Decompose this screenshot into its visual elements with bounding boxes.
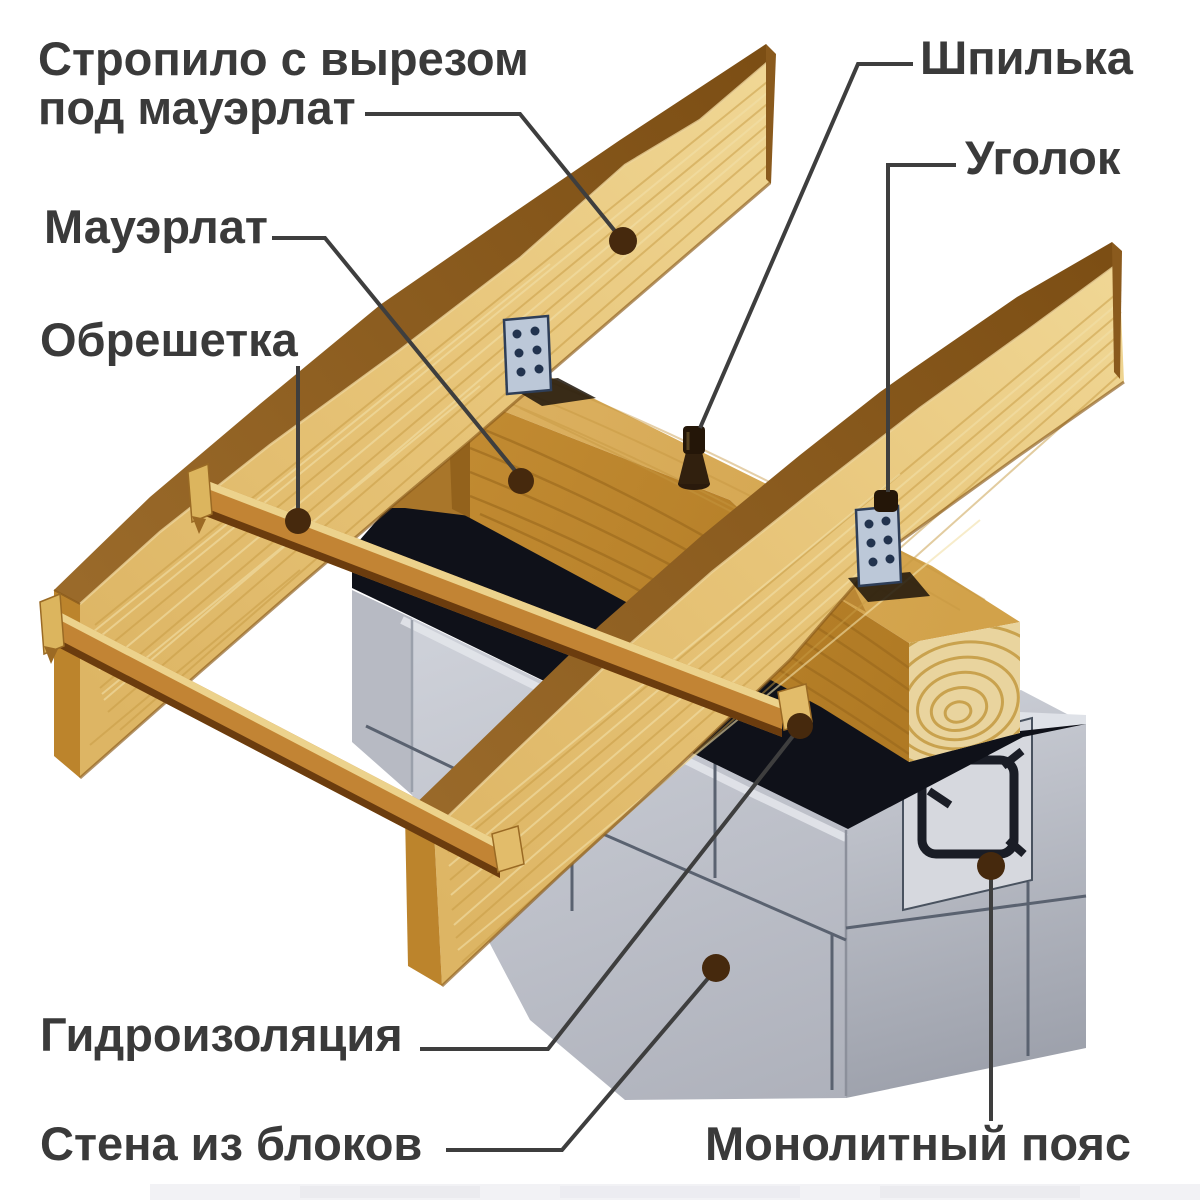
leader-dots [285,227,1005,982]
dot-block-wall [702,954,730,982]
dot-lathing [285,508,311,534]
batten-1-left-beak [192,516,206,534]
label-waterproofing: Гидроизоляция [40,1008,403,1061]
wall-top-sliver [1020,712,1086,731]
label-rafter-line2: под мауэрлат [38,81,356,134]
rafter-a-tip-end [766,44,776,184]
rafter-a-face [80,56,775,778]
angle-bracket-1 [502,314,596,406]
rafter-b-bottom-edge [440,380,1125,988]
bracket-2-plate [854,504,903,588]
rafter-b-grain [447,289,1122,963]
mauerlat-end-grain-face [909,622,1020,762]
bracket-1-holes [512,326,544,377]
rafter-underside-wedge [390,441,470,516]
label-monolithic-belt: Монолитный пояс [705,1117,1131,1170]
angle-bracket-2 [848,490,930,602]
batten-1-left-end [187,462,213,524]
bracket-1-plate [502,314,553,396]
label-block-wall: Стена из блоков [40,1117,422,1170]
labels: Стропило с вырезом под мауэрлат Мауэрлат… [38,31,1134,1170]
rafter-a-grain-light [92,88,773,701]
dot-mauerlat [508,468,534,494]
leader-angle-bracket [886,163,956,492]
rafter-b-tail-end [405,814,442,986]
label-mauerlat: Мауэрлат [44,200,268,253]
rafter-b-arris-highlight [433,261,1120,831]
dot-monolithic-belt [977,852,1005,880]
rebar-hook-top [1000,747,1025,770]
leader-waterproofing [420,725,802,1051]
batten-2-left-end [39,592,65,656]
stud-anchor [678,426,710,490]
bracket-2-holes [864,516,895,567]
leader-stud [698,62,913,429]
dot-waterproofing [787,713,813,739]
leader-lines [272,62,993,1152]
rafter-a-grain [89,77,773,746]
label-rafter-line1: Стропило с вырезом [38,32,529,85]
label-stud: Шпилька [920,31,1134,84]
label-angle-bracket: Уголок [965,131,1121,184]
wall-left-end-face [352,590,412,795]
batten-2 [39,592,525,878]
rafter-b-tip-end [1112,242,1122,379]
leader-mauerlat [272,236,523,480]
rebar-hook-bottom [1005,836,1027,858]
rafter-a-arris-highlight [79,55,776,605]
batten-2-right-end [491,825,525,873]
rafter-b [405,242,1125,988]
rafter-b-top-edge [405,242,1119,830]
batten-1 [187,462,813,737]
leader-block-wall [446,967,718,1152]
bracket-2-nut [874,490,898,512]
rebar-hook-left [926,787,953,809]
rafter-a-top-edge [54,44,775,604]
dot-rafter [609,227,637,255]
batten-2-left-beak [44,646,58,664]
wall-joints-right [845,882,1087,1056]
watermark-remnant-band [150,1184,1200,1200]
leader-rafter [365,112,625,243]
label-lathing: Обрешетка [40,313,299,366]
